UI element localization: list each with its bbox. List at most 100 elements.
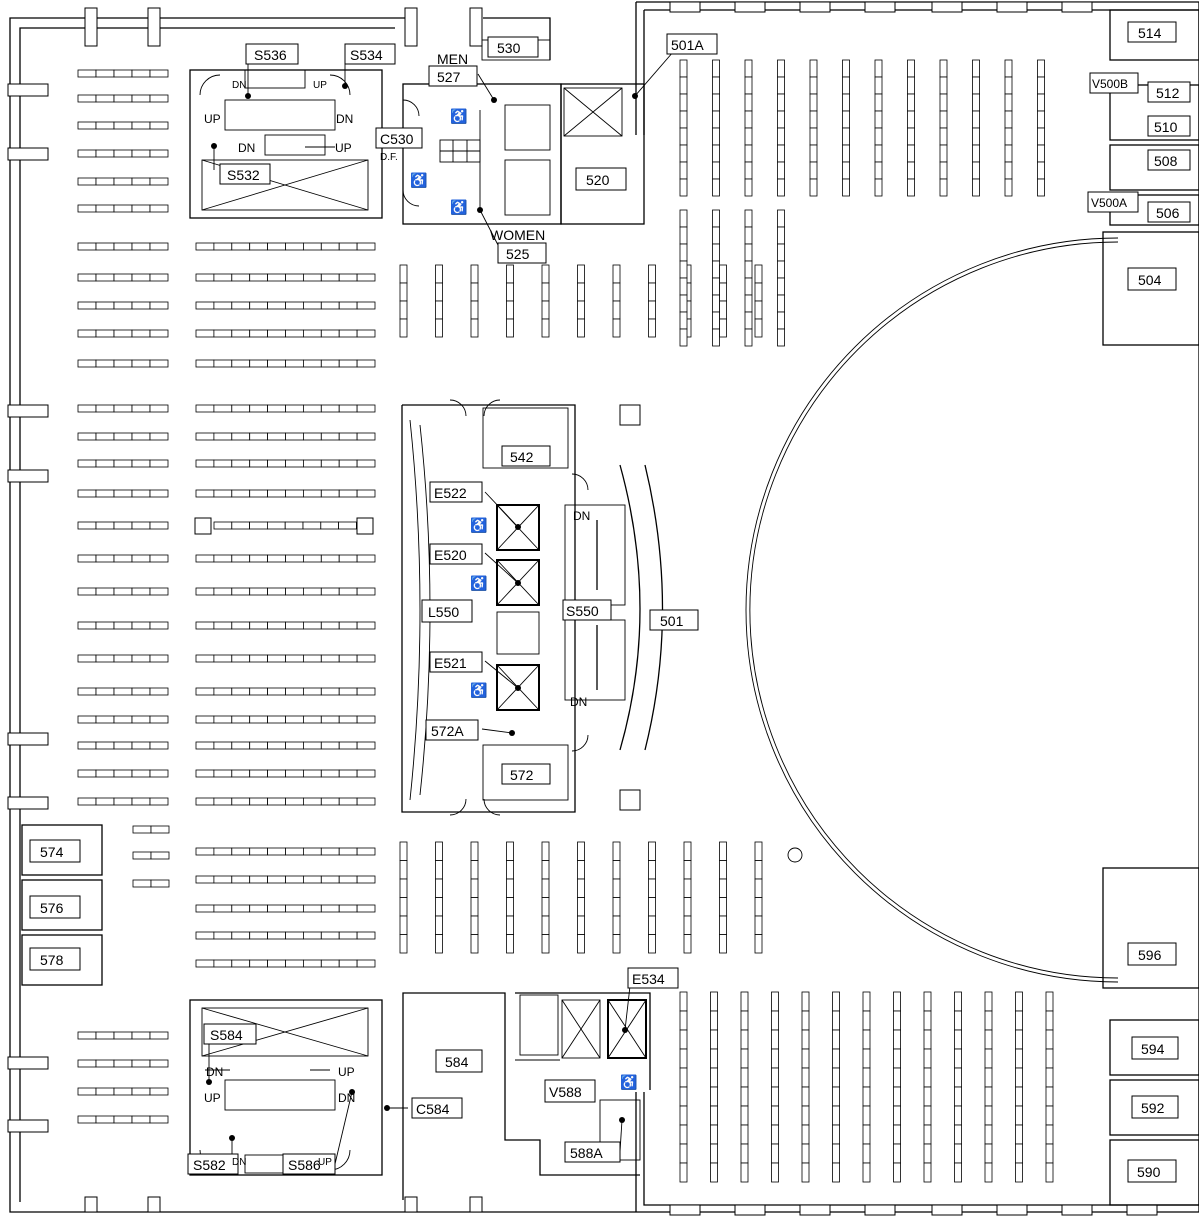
stair-up: UP [204,112,221,126]
shelf-unit [907,76,915,95]
room-c584: C584 [416,1101,450,1117]
shelf-unit [907,178,915,197]
shelf-unit [1045,1086,1054,1107]
shelf-unit [95,242,115,251]
shelf-unit [874,110,883,129]
shelf-unit [809,144,818,163]
shelf-unit [801,1086,810,1107]
room-504: 504 [1138,272,1162,288]
svg-text:♿: ♿ [470,575,487,592]
shelf-unit [777,311,785,330]
shelf-unit [923,1124,932,1145]
shelf-unit [842,178,850,197]
shelf-unit [267,359,286,368]
shelf-unit [95,654,115,663]
shelf-unit [712,294,720,313]
shelf-unit [231,489,251,498]
room-s532: S532 [227,167,260,183]
shelf-unit [113,554,133,563]
shelf-unit [1037,127,1045,146]
shelf-unit [131,1115,151,1124]
svg-text:♿: ♿ [470,517,487,534]
shelf-unit [954,1124,962,1145]
shelf-unit [149,177,169,186]
shelf-unit [777,178,785,197]
shelf-unit [195,687,215,696]
shelf-unit [923,1029,932,1050]
shelf-unit [320,687,340,696]
shelf-unit [149,301,169,310]
shelf-unit [231,329,251,338]
shelf-unit [113,797,133,806]
room-e520: E520 [434,547,467,563]
shelf-unit [356,959,376,968]
shelf-unit [149,359,169,368]
shelf-unit [95,204,115,213]
exterior-walls [9,1,1199,1213]
shelf-unit [1037,144,1045,163]
shelf-unit [648,318,656,338]
shelf-unit [95,521,115,530]
shelf-unit [612,878,621,898]
shelf-unit [1004,178,1013,197]
shelf-unit [131,621,151,630]
shelf-unit [893,1067,901,1088]
stair-dn: DN [570,695,587,709]
shelf-unit [777,328,785,347]
shelf-unit [984,1124,993,1145]
shelf-unit [893,1124,901,1145]
shelf-unit [285,489,304,498]
shelf-unit [195,931,215,940]
shelf-unit [113,715,133,724]
shelf-unit [356,715,376,724]
shelf-unit [95,1031,115,1040]
shelf-unit [356,741,376,750]
shelf-unit [1045,1124,1054,1145]
shelf-unit [113,121,133,130]
shelf-unit [712,328,720,347]
shelf-unit [77,404,97,413]
shelf-unit [679,1124,688,1145]
shelf-unit [832,1143,840,1164]
shelf-unit [740,1029,749,1050]
shelf-unit [648,264,656,284]
shelf-unit [612,897,621,917]
stair-dn: DN [338,1091,355,1105]
shelf-unit [149,69,169,78]
shelf-unit [320,404,340,413]
shelf-unit [267,554,286,563]
shelf-unit [77,1031,97,1040]
shelf-unit [744,127,753,146]
shelf-unit [213,521,233,530]
room-c530: C530 [380,131,414,147]
shelf-unit [338,741,358,750]
shelf-unit [338,797,358,806]
room-594: 594 [1141,1041,1165,1057]
shelf-unit [648,282,656,302]
shelf-unit [712,277,720,296]
room-s586: S586 [288,1157,321,1173]
shelf-unit [801,1105,810,1126]
shelf-unit [435,300,443,320]
shelf-unit [1045,1010,1054,1031]
shelf-unit [302,904,322,913]
shelf-unit [832,991,840,1012]
shelf-unit [77,587,97,596]
shelf-unit [131,432,151,441]
shelf-unit [195,459,215,468]
shelf-unit [95,459,115,468]
shelf-unit [285,404,304,413]
shelf-unit [679,277,688,296]
shelf-unit [862,1162,871,1183]
shelf-unit [506,915,514,935]
shelf-unit [149,242,169,251]
shelf-unit [470,915,479,935]
shelf-unit [771,1010,779,1031]
shelf-unit [679,110,688,129]
shelf-unit [95,489,115,498]
shelf-unit [740,1105,749,1126]
shelf-unit [1037,110,1045,129]
shelf-unit [506,878,514,898]
shelf-unit [77,741,97,750]
shelf-unit [320,621,340,630]
